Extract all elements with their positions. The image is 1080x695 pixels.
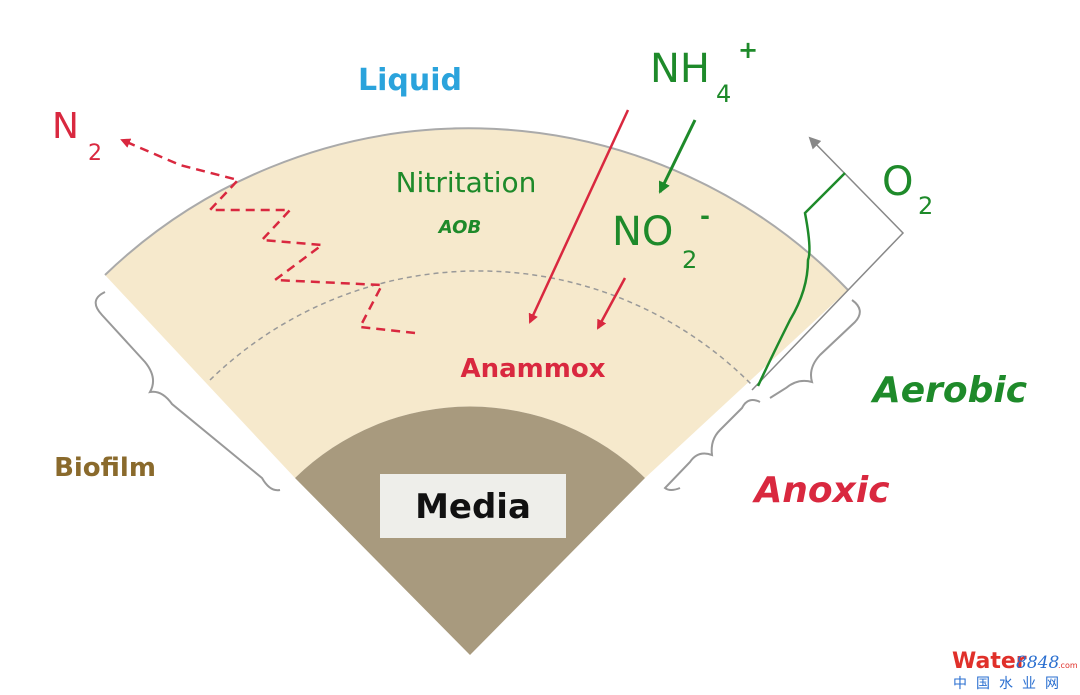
nh4-to-no2-arrow <box>658 119 697 194</box>
svg-text:Water: Water <box>952 649 1027 674</box>
liquid-label: Liquid <box>358 63 462 98</box>
water8848-watermark: Water 8848 .com 中国水业网 <box>952 649 1078 692</box>
nitritation-label: Nitritation <box>396 166 537 199</box>
nh4-to-anammox-arrow <box>528 109 630 324</box>
svg-text:NO: NO <box>612 209 673 255</box>
svg-text:2: 2 <box>918 192 933 220</box>
aerobic-label: Aerobic <box>870 370 1027 411</box>
svg-text:4: 4 <box>716 80 731 108</box>
nh4-formula: NH 4 + <box>650 36 758 108</box>
o2-axis <box>751 136 905 391</box>
svg-text:-: - <box>700 202 710 230</box>
aob-label: AOB <box>437 217 481 238</box>
svg-text:8848: 8848 <box>1016 653 1059 673</box>
media-label: Media <box>415 487 531 527</box>
anoxic-label: Anoxic <box>751 470 889 511</box>
biofilm-surface <box>104 127 849 291</box>
svg-text:2: 2 <box>682 246 697 274</box>
media-label-box <box>380 474 566 538</box>
n2-formula: N 2 <box>52 106 102 166</box>
anoxic-bracket <box>663 399 761 491</box>
biofilm-bracket <box>94 291 281 492</box>
aerobic-anoxic-boundary <box>209 270 753 386</box>
o2-formula: O 2 <box>882 159 933 220</box>
svg-text:O: O <box>882 159 913 205</box>
svg-text:+: + <box>738 36 758 64</box>
n2-diffusion-path <box>120 138 416 335</box>
aerobic-bracket <box>769 299 861 399</box>
svg-text:N: N <box>52 106 79 147</box>
svg-text:2: 2 <box>88 141 102 166</box>
svg-text:NH: NH <box>650 46 710 92</box>
svg-text:.com: .com <box>1058 661 1078 670</box>
biofilm-layer <box>105 128 848 479</box>
anammox-label: Anammox <box>461 354 606 384</box>
no2-formula: NO 2 - <box>612 202 710 274</box>
biofilm-label: Biofilm <box>54 453 156 483</box>
no2-to-anammox-arrow <box>596 277 627 330</box>
o2-profile <box>756 172 846 387</box>
svg-text:中国水业网: 中国水业网 <box>953 676 1068 692</box>
